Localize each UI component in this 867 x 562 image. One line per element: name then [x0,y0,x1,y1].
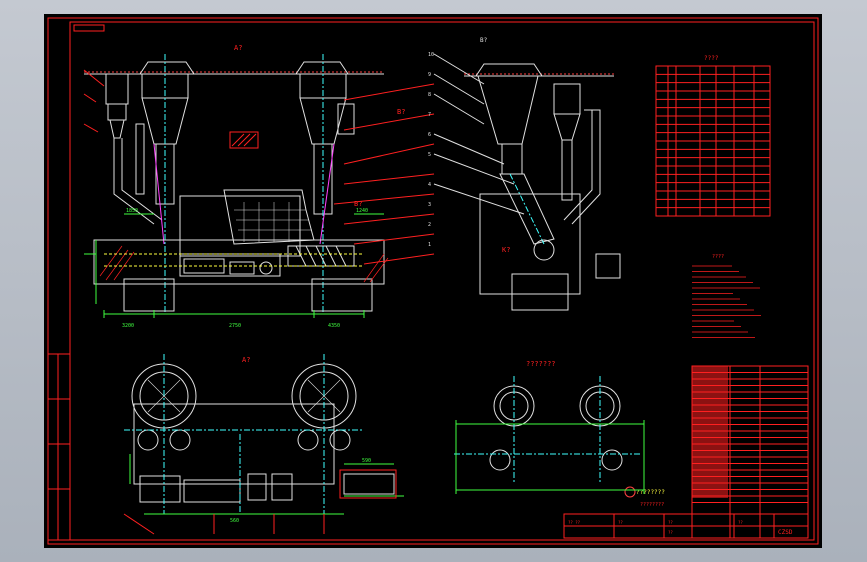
company-text: ???????? [636,489,665,496]
view-b-label: B? [397,108,405,116]
svg-text:10: 10 [428,52,434,58]
dim-upper-right: 1240 [356,208,368,214]
front-elevation[interactable]: 2750 3200 4350 1850 1240 A? B? B? [83,44,435,329]
dim-right: 4350 [328,323,340,329]
binding-strip [47,353,71,541]
svg-text:??: ?? [668,530,673,535]
balloon-column: 10 9 8 7 6 5 4 3 2 1 [428,52,434,248]
svg-text:??: ?? [738,520,743,525]
plan-view[interactable]: A? [123,354,404,535]
cad-viewport[interactable]: 2750 3200 4350 1850 1240 A? B? B? [44,14,822,548]
svg-text:3: 3 [428,202,431,208]
section-title: ??????? [526,360,556,368]
svg-text:590: 590 [362,458,371,464]
title-block[interactable]: CZSD ???????? ???????? ?? ?? ?? ?? ?? ?? [563,365,809,539]
svg-text:1: 1 [428,242,431,248]
svg-text:????: ???? [712,254,724,260]
svg-text:??: ?? [668,520,673,525]
parts-table[interactable]: ???? [655,55,771,217]
svg-text:5: 5 [428,152,431,158]
view-a-bottom-label: A? [242,356,250,364]
dim-upper-left: 1850 [126,208,138,214]
svg-text:?? ??: ?? ?? [568,520,581,525]
dim-left: 3200 [122,323,134,329]
inner-border [69,21,815,541]
view-a-top-label: A? [234,44,242,52]
b-mark: B? [354,200,362,208]
section-view[interactable]: ??????? [454,360,645,494]
dim-main: 2750 [229,323,241,329]
svg-text:????????: ???????? [640,502,664,508]
table-title: ???? [704,55,719,62]
company-logo-icon [624,486,636,498]
technical-notes: ???? [692,254,761,338]
svg-text:6: 6 [428,132,431,138]
drawing-canvas[interactable]: 2750 3200 4350 1850 1240 A? B? B? [44,14,822,548]
svg-text:8: 8 [428,92,431,98]
svg-text:560: 560 [230,518,239,524]
hatched-block [229,131,259,149]
k-mark: K? [502,246,510,254]
svg-text:??: ?? [618,520,623,525]
svg-text:2: 2 [428,222,431,228]
outer-border [47,17,819,545]
svg-text:9: 9 [428,72,431,78]
view-label-side: B? [480,37,488,44]
side-elevation[interactable]: B? K? [433,37,621,311]
svg-text:7: 7 [428,112,431,118]
svg-text:4: 4 [428,182,431,188]
drawing-code: CZSD [778,529,793,536]
corner-tag [73,24,105,32]
